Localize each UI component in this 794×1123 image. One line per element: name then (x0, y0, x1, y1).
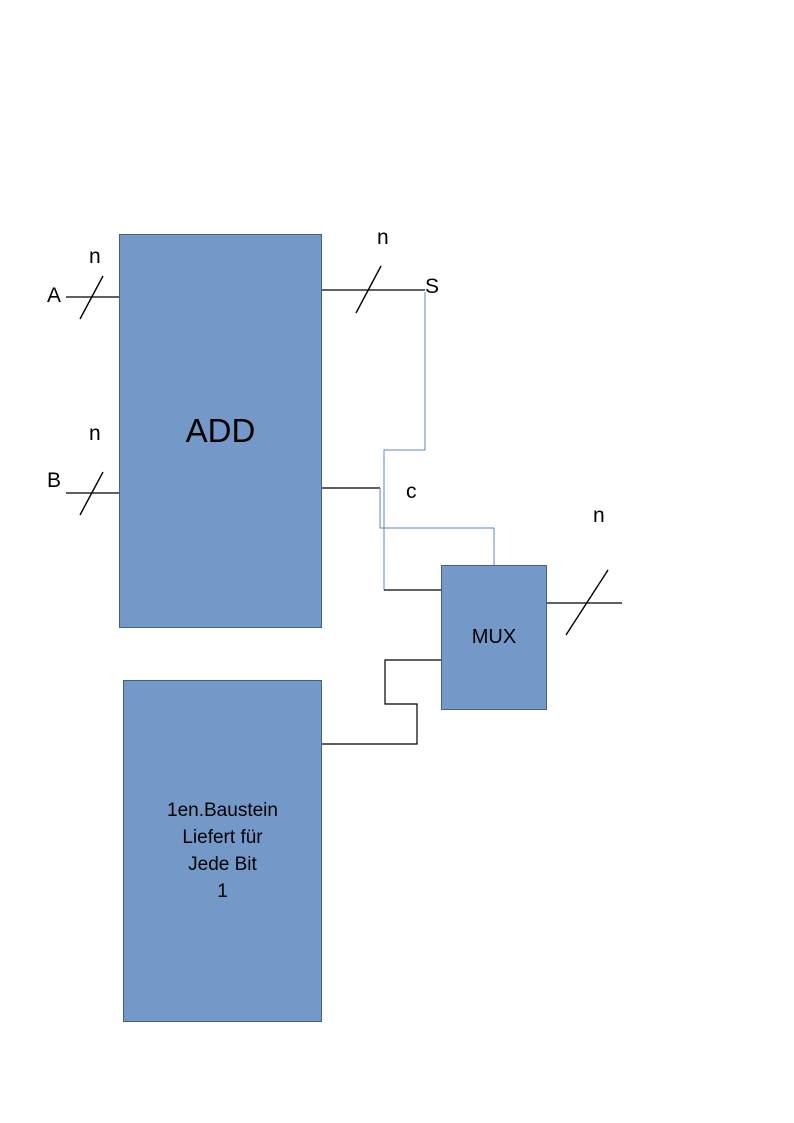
add-block-label: ADD (185, 412, 256, 449)
baustein-line-3: Jede Bit (188, 854, 257, 875)
baustein-block: 1en.Baustein Liefert für Jede Bit 1 (123, 680, 322, 1022)
baustein-line-4: 1 (217, 881, 228, 902)
bus-slash-mux-output (565, 569, 609, 636)
label-input-a: A (47, 284, 62, 307)
label-bus-width-out: n (593, 504, 605, 527)
label-bus-width-a: n (89, 245, 101, 268)
add-block: ADD (119, 234, 322, 628)
label-output-s: S (425, 275, 440, 298)
label-carry-c: c (406, 480, 417, 503)
wire-baustein-to-mux (322, 659, 441, 745)
label-bus-width-s: n (377, 226, 389, 249)
label-bus-width-b: n (89, 422, 101, 445)
bus-slash-s (355, 265, 382, 314)
baustein-line-1: 1en.Baustein (167, 800, 278, 821)
mux-block: MUX (441, 565, 547, 710)
wire-s-to-mux (383, 292, 426, 590)
wire-c-to-mux-select (379, 488, 495, 565)
bus-slash-b (79, 471, 104, 516)
bus-slash-a (79, 275, 104, 320)
baustein-block-label: 1en.Baustein Liefert für Jede Bit 1 (167, 797, 278, 905)
mux-block-label: MUX (471, 626, 517, 648)
baustein-line-2: Liefert für (182, 827, 263, 848)
label-input-b: B (47, 469, 62, 492)
